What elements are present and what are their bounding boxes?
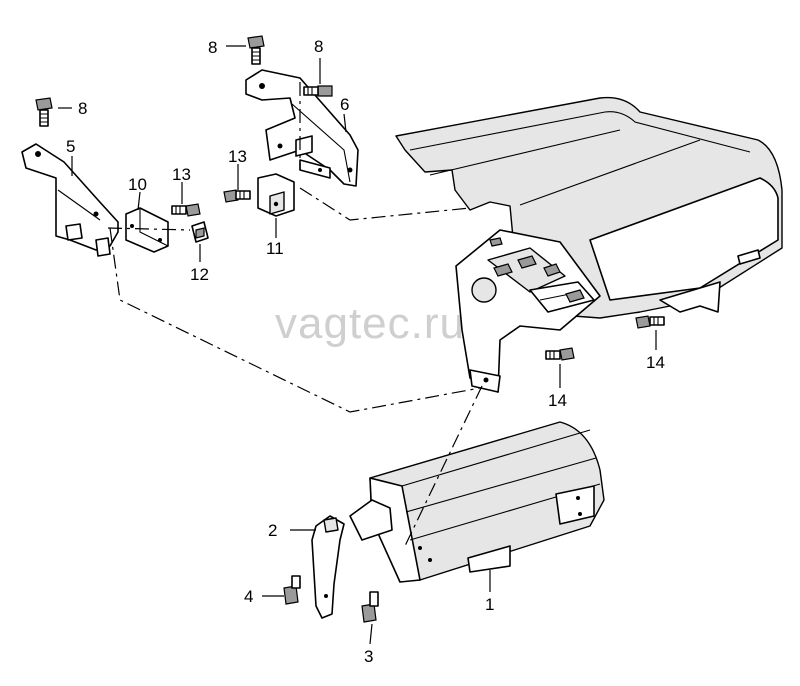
- watermark-text: vagtec.ru: [275, 299, 465, 348]
- callout-8-left: 8: [78, 99, 87, 118]
- airbag-unit-1: [369, 421, 605, 583]
- callout-4: 4: [244, 587, 253, 606]
- callout-13-right: 13: [228, 147, 247, 166]
- callout-13-left: 13: [172, 165, 191, 184]
- screw-4: [283, 575, 301, 605]
- nut-12: [191, 221, 209, 243]
- bracket-2: [311, 499, 393, 619]
- callout-2: 2: [268, 521, 277, 540]
- callout-6: 6: [340, 95, 349, 114]
- screw-14-left: [545, 347, 575, 361]
- leader-lines: [58, 45, 657, 645]
- bracket-5: [21, 143, 119, 257]
- screw-13-right: [223, 189, 251, 203]
- callout-14-right: 14: [646, 353, 665, 372]
- callout-11: 11: [266, 239, 284, 258]
- bracket-6: [245, 69, 359, 187]
- callout-1: 1: [485, 595, 494, 614]
- callout-5: 5: [66, 137, 75, 156]
- screw-3: [361, 591, 379, 623]
- callout-8-top: 8: [208, 38, 217, 57]
- screws: [35, 35, 665, 623]
- callout-14-left: 14: [548, 391, 567, 410]
- assembly-lines: [107, 82, 483, 549]
- callout-labels: 8 8 8 6 5 13 13 10 11 12 14 14 2 4 1 3: [66, 37, 665, 666]
- callout-12: 12: [190, 265, 209, 284]
- callout-3: 3: [364, 647, 373, 666]
- callout-8-right: 8: [314, 37, 323, 56]
- screw-8-left: [35, 97, 53, 127]
- callout-10: 10: [128, 175, 147, 194]
- screw-13-left: [171, 203, 201, 217]
- dashboard-carrier: [395, 96, 783, 393]
- screw-8-top: [247, 35, 265, 65]
- bracket-10: [125, 207, 169, 253]
- clip-11: [257, 173, 295, 217]
- screw-8-right: [303, 85, 333, 97]
- screw-14-right: [635, 315, 665, 329]
